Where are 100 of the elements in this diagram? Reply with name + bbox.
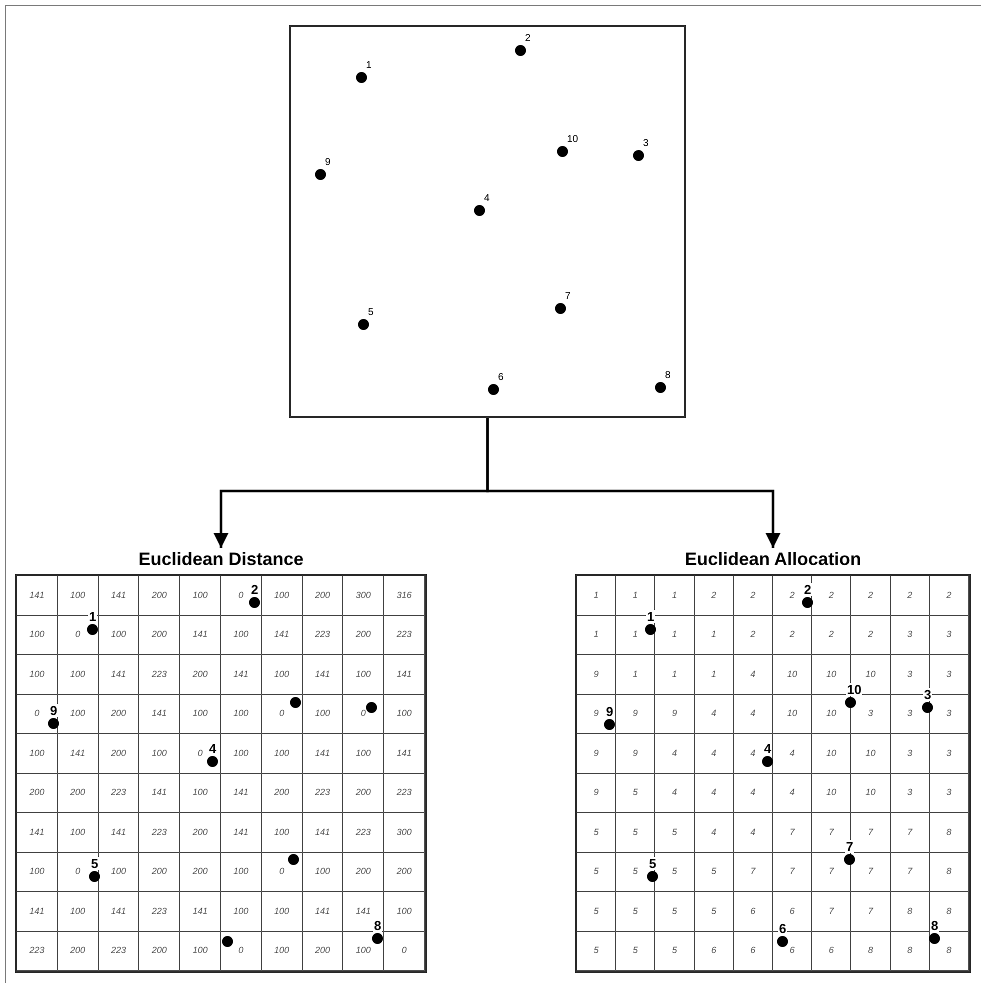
cell-value: 7 bbox=[828, 867, 834, 876]
cell-value: 7 bbox=[790, 867, 795, 876]
cell-value: 1 bbox=[632, 670, 638, 679]
cell-value: 141 bbox=[233, 828, 248, 837]
cell-value: 5 bbox=[632, 946, 638, 956]
cell-value: 100 bbox=[314, 867, 330, 876]
cell-value: 200 bbox=[152, 630, 167, 640]
cell-value: 200 bbox=[192, 828, 208, 837]
cell-value: 100 bbox=[29, 670, 44, 679]
cell-value: 10 bbox=[826, 670, 836, 679]
cell-value: 100 bbox=[70, 590, 86, 600]
cell-value: 0 bbox=[34, 709, 40, 718]
point-number: 5 bbox=[90, 857, 100, 870]
cell-value: 100 bbox=[274, 590, 290, 600]
cell-value: 6 bbox=[711, 946, 716, 956]
cell-value: 141 bbox=[314, 748, 330, 758]
point-number: 2 bbox=[250, 583, 260, 596]
cell-value: 223 bbox=[110, 946, 126, 956]
cell-value: 2 bbox=[790, 590, 795, 600]
cell-value: 300 bbox=[356, 590, 371, 600]
cell-value: 10 bbox=[787, 670, 798, 679]
cell-value: 100 bbox=[233, 906, 248, 916]
cell-value: 1 bbox=[632, 590, 638, 600]
cell-value: 141 bbox=[192, 906, 208, 916]
cell-value: 223 bbox=[110, 788, 126, 798]
cell-value: 100 bbox=[192, 709, 208, 718]
point-map-frame bbox=[289, 25, 686, 418]
point-number: 7 bbox=[845, 840, 854, 853]
cell-value: 100 bbox=[152, 748, 167, 758]
cell-value: 10 bbox=[865, 788, 876, 798]
cell-value: 200 bbox=[70, 788, 86, 798]
cell-value: 4 bbox=[672, 748, 677, 758]
cell-value: 6 bbox=[828, 946, 834, 956]
cell-value: 141 bbox=[192, 630, 208, 640]
cell-value: 223 bbox=[396, 630, 412, 640]
cell-value: 9 bbox=[632, 748, 638, 758]
cell-value: 200 bbox=[356, 788, 371, 798]
cell-value: 141 bbox=[274, 630, 290, 640]
cell-value: 8 bbox=[946, 946, 952, 956]
cell-value: 100 bbox=[274, 670, 290, 679]
cell-value: 223 bbox=[356, 828, 371, 837]
cell-value: 7 bbox=[868, 867, 873, 876]
cell-value: 141 bbox=[396, 748, 412, 758]
cell-value: 141 bbox=[110, 670, 126, 679]
cell-value: 4 bbox=[790, 788, 795, 798]
cell-value: 100 bbox=[314, 709, 330, 718]
cell-value: 2 bbox=[750, 590, 756, 600]
cell-value: 4 bbox=[711, 788, 716, 798]
cell-value: 100 bbox=[233, 709, 248, 718]
cell-value: 0 bbox=[279, 867, 284, 876]
cell-value: 200 bbox=[396, 867, 412, 876]
cell-value: 100 bbox=[110, 867, 126, 876]
point-number: 4 bbox=[208, 742, 218, 755]
cell-value: 5 bbox=[711, 867, 716, 876]
point-number: 8 bbox=[373, 919, 382, 932]
cell-value: 100 bbox=[396, 906, 412, 916]
cell-value: 1 bbox=[632, 630, 638, 640]
cell-value: 100 bbox=[29, 630, 44, 640]
cell-value: 200 bbox=[152, 946, 167, 956]
cell-value: 141 bbox=[314, 828, 330, 837]
cell-value: 4 bbox=[750, 670, 756, 679]
cell-value: 4 bbox=[711, 709, 716, 718]
cell-value: 8 bbox=[946, 906, 952, 916]
cell-value: 2 bbox=[711, 590, 716, 600]
point-number: 6 bbox=[497, 373, 505, 383]
cell-value: 100 bbox=[29, 748, 44, 758]
point-number: 1 bbox=[88, 610, 98, 623]
cell-value: 2 bbox=[828, 630, 834, 640]
cell-value: 1 bbox=[711, 630, 716, 640]
cell-value: 223 bbox=[314, 630, 330, 640]
cell-value: 141 bbox=[110, 906, 126, 916]
cell-value: 200 bbox=[274, 788, 290, 798]
cell-value: 200 bbox=[314, 946, 330, 956]
cell-value: 0 bbox=[238, 946, 244, 956]
cell-value: 200 bbox=[110, 709, 126, 718]
cell-value: 4 bbox=[750, 828, 756, 837]
cell-value: 2 bbox=[907, 590, 912, 600]
cell-value: 5 bbox=[632, 906, 638, 916]
cell-value: 5 bbox=[672, 828, 677, 837]
cell-value: 200 bbox=[192, 670, 208, 679]
cell-value: 200 bbox=[70, 946, 86, 956]
cell-value: 2 bbox=[868, 630, 873, 640]
cell-value: 100 bbox=[192, 590, 208, 600]
cell-value: 223 bbox=[396, 788, 412, 798]
cell-value: 3 bbox=[946, 748, 952, 758]
cell-value: 1 bbox=[672, 670, 677, 679]
point-number: 5 bbox=[367, 308, 375, 318]
cell-value: 300 bbox=[396, 828, 412, 837]
cell-value: 223 bbox=[29, 946, 44, 956]
cell-value: 141 bbox=[110, 828, 126, 837]
cell-value: 9 bbox=[594, 670, 599, 679]
point-number: 6 bbox=[778, 922, 788, 935]
point-number: 7 bbox=[564, 292, 572, 302]
cell-value: 5 bbox=[672, 867, 677, 876]
cell-value: 5 bbox=[594, 867, 599, 876]
cell-value: 0 bbox=[75, 867, 80, 876]
arrow bbox=[486, 418, 780, 548]
cell-value: 100 bbox=[29, 867, 44, 876]
cell-value: 100 bbox=[192, 788, 208, 798]
cell-value: 223 bbox=[152, 828, 167, 837]
